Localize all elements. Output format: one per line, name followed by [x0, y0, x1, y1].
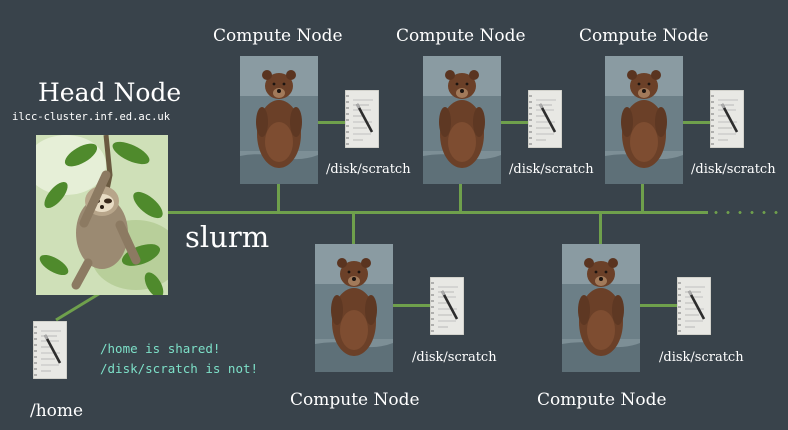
scratch-disk-notebook [677, 277, 711, 335]
node-1-disk-line [316, 121, 346, 124]
notebook-icon [33, 321, 67, 379]
scratch-disk-label: /disk/scratch [691, 162, 776, 177]
sloth-icon [36, 135, 168, 295]
scratch-disk-notebook [430, 277, 464, 335]
notebook-icon [677, 277, 711, 335]
scratch-disk-label: /disk/scratch [509, 162, 594, 177]
network-bus-line [168, 211, 708, 214]
scratch-not-shared-note: /disk/scratch is not! [100, 361, 259, 376]
node-3-disk-line [682, 121, 710, 124]
bear-icon [423, 56, 501, 184]
bear-icon [605, 56, 683, 184]
compute-node-title: Compute Node [396, 26, 526, 46]
scheduler-label: slurm [185, 220, 270, 254]
scratch-disk-notebook [528, 90, 562, 148]
scratch-disk-notebook [345, 90, 379, 148]
compute-node-title: Compute Node [290, 390, 420, 410]
compute-node-title: Compute Node [213, 26, 343, 46]
network-continuation-dots [710, 211, 786, 214]
compute-node-bear-photo [605, 56, 683, 184]
node-4-disk-line [392, 304, 430, 307]
head-node-title: Head Node [38, 78, 182, 107]
node-4-drop-line [352, 213, 355, 245]
compute-node-bear-photo [315, 244, 393, 372]
notebook-icon [710, 90, 744, 148]
node-2-drop-line [459, 182, 462, 212]
compute-node-bear-photo [240, 56, 318, 184]
home-shared-note: /home is shared! [100, 341, 221, 356]
bear-icon [562, 244, 640, 372]
compute-node-title: Compute Node [579, 26, 709, 46]
bear-icon [240, 56, 318, 184]
node-1-drop-line [277, 182, 280, 212]
bear-icon [315, 244, 393, 372]
scratch-disk-notebook [710, 90, 744, 148]
node-5-disk-line [639, 304, 677, 307]
head-node-sloth-photo [36, 135, 168, 295]
node-5-drop-line [599, 213, 602, 245]
node-2-disk-line [499, 121, 529, 124]
node-3-drop-line [641, 182, 644, 212]
compute-node-title: Compute Node [537, 390, 667, 410]
home-link-line [55, 290, 103, 322]
scratch-disk-label: /disk/scratch [412, 350, 497, 365]
scratch-disk-label: /disk/scratch [659, 350, 744, 365]
head-node-hostname: ilcc-cluster.inf.ed.ac.uk [12, 111, 171, 123]
notebook-icon [528, 90, 562, 148]
notebook-icon [345, 90, 379, 148]
compute-node-bear-photo [423, 56, 501, 184]
scratch-disk-label: /disk/scratch [326, 162, 411, 177]
compute-node-bear-photo [562, 244, 640, 372]
notebook-icon [430, 277, 464, 335]
home-disk-notebook [33, 321, 67, 379]
home-label: /home [30, 401, 84, 421]
